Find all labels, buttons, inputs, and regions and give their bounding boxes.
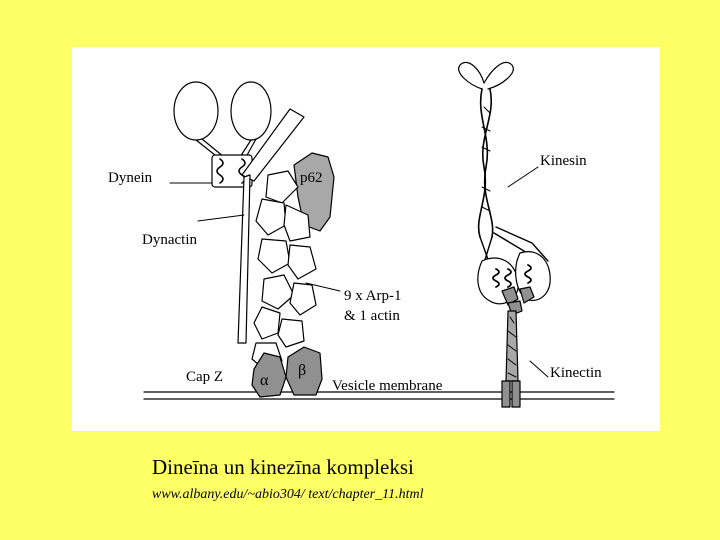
label-vesicle-membrane: Vesicle membrane: [332, 378, 443, 394]
p62-subunit: [293, 152, 335, 232]
leader-dynactin: [197, 214, 245, 222]
leader-arp1: [305, 282, 341, 292]
figure-source-url: www.albany.edu/~abio304/ text/chapter_11…: [152, 487, 424, 502]
label-arp1-line2: & 1 actin: [344, 308, 400, 324]
label-capz: Cap Z: [186, 369, 223, 385]
diagram-figure: Dynein p62 Dynactin 9 x Arp-1 & 1 actin …: [72, 47, 660, 431]
label-alpha: α: [260, 372, 269, 389]
kinesin-coil-b: [477, 88, 492, 238]
capz-alpha-subunit: [251, 352, 287, 398]
dynein-head-right: [230, 81, 272, 141]
kinesin-tail-loop-right: [483, 61, 514, 90]
kinectin-foot-right: [511, 380, 521, 408]
label-kinesin: Kinesin: [540, 153, 587, 169]
kinesin-complex: [458, 61, 551, 408]
motor-complex-diagram: Dynein p62 Dynactin 9 x Arp-1 & 1 actin …: [108, 61, 615, 408]
kinesin-coil-a: [479, 88, 494, 238]
kinesin-tail-loop-left: [458, 61, 485, 90]
label-dynein: Dynein: [108, 170, 153, 186]
kinesin-coil-hatch: [481, 106, 491, 212]
label-arp1-line1: 9 x Arp-1: [344, 288, 402, 304]
figure-caption: Dineīna un kinezīna kompleksi: [152, 455, 414, 479]
leader-kinectin: [529, 360, 549, 378]
kinectin-shaft: [505, 310, 519, 382]
capz-beta-subunit: [285, 346, 323, 396]
dynactin-rod: [237, 174, 251, 344]
label-kinectin: Kinectin: [550, 365, 602, 381]
dynein-stalk-right: [239, 138, 257, 158]
label-p62: p62: [300, 170, 323, 186]
kinectin-foot-left: [501, 380, 511, 408]
dynein-complex: [173, 81, 305, 344]
dynein-squiggle-left: [216, 158, 224, 184]
label-dynactin: Dynactin: [142, 232, 197, 248]
leader-kinesin: [507, 166, 539, 188]
dynein-head-left: [173, 81, 219, 141]
label-beta: β: [298, 362, 306, 379]
